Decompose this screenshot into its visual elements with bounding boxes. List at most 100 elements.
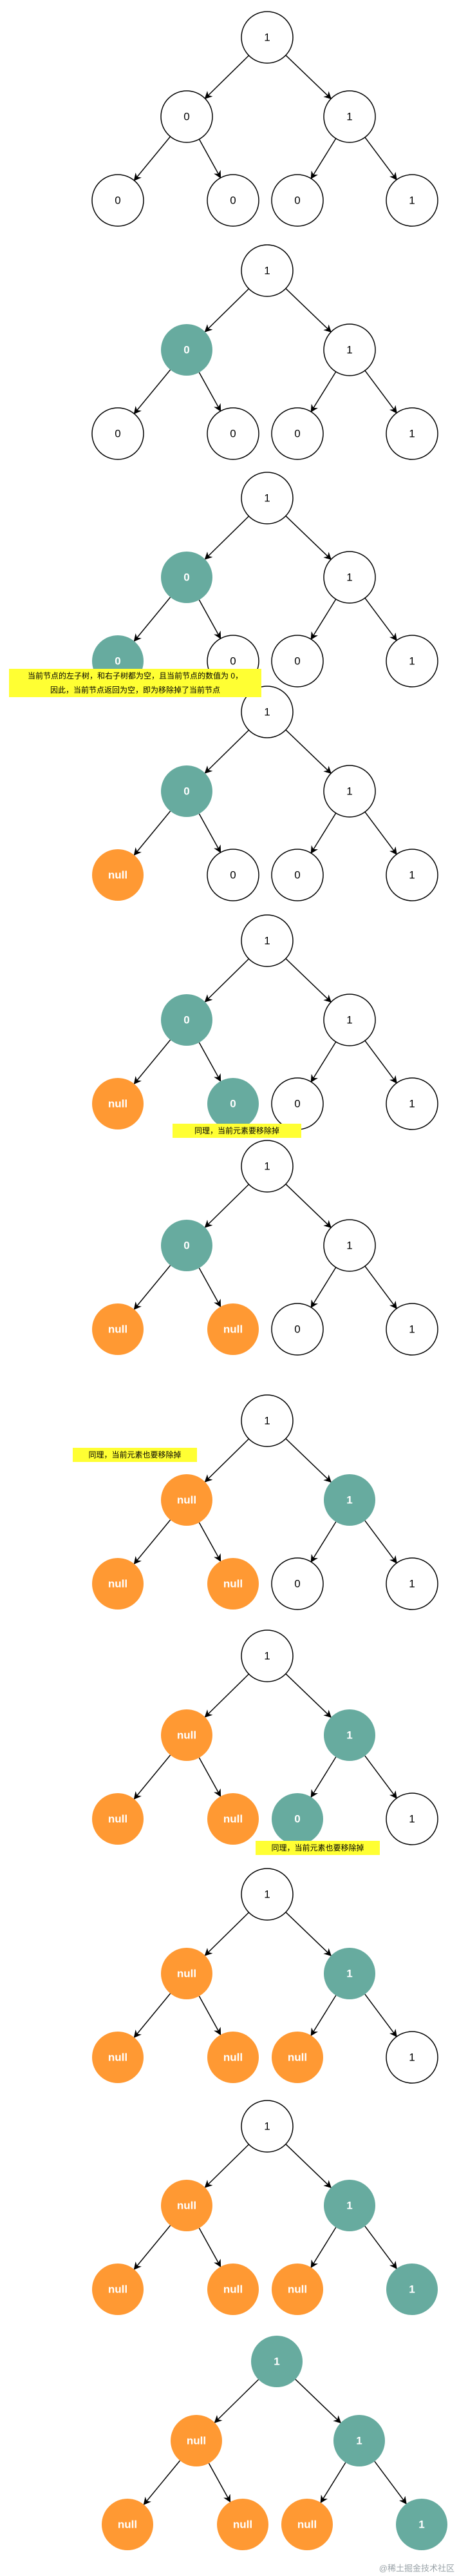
node-label: 0 (294, 1323, 300, 1336)
tree-node: 1 (241, 914, 294, 967)
node-circle (271, 1557, 324, 1610)
tree-node: 0 (271, 174, 324, 227)
node-label: 0 (115, 655, 120, 668)
node-label: 1 (409, 1098, 415, 1110)
tree-node: 0 (160, 90, 213, 143)
node-circle (271, 1303, 324, 1356)
tree-edge (133, 597, 171, 642)
tree-edge (285, 55, 332, 100)
tree-node: 0 (91, 174, 144, 227)
note-highlight (173, 1124, 301, 1138)
tree-node: 0 (91, 407, 144, 460)
node-circle (386, 2031, 438, 2084)
tree-edge (204, 1438, 250, 1483)
node-circle (386, 174, 438, 227)
node-circle (92, 2032, 144, 2083)
tree-edge (364, 811, 397, 855)
node-label: 1 (409, 2052, 415, 2064)
node-circle (241, 914, 294, 967)
node-label: null (177, 1494, 196, 1506)
node-circle (323, 323, 376, 376)
node-label: 1 (346, 1240, 352, 1252)
node-circle (241, 1868, 294, 1921)
node-label: 0 (230, 428, 236, 440)
node-circle (92, 2264, 144, 2315)
node-circle (161, 1220, 212, 1271)
node-circle (161, 552, 212, 603)
tree-node: 1 (386, 635, 438, 687)
tree-node: 1 (323, 323, 376, 376)
node-label: 0 (294, 1813, 300, 1825)
node-label: 1 (274, 2356, 279, 2368)
node-circle (324, 1474, 375, 1526)
node-label: 1 (264, 492, 270, 505)
node-circle (386, 635, 438, 687)
tree-edge (364, 597, 397, 641)
node-circle (207, 2032, 259, 2083)
node-label: null (223, 1813, 243, 1825)
node-circle (207, 1078, 259, 1129)
tree-edge (364, 370, 397, 414)
tree-edge (285, 958, 332, 1003)
annotation-note: 同理，当前元素也要移除掉 (256, 1841, 380, 1855)
node-circle (323, 765, 376, 818)
node-circle (91, 407, 144, 460)
node-circle (241, 686, 294, 738)
tree-edge (198, 1042, 221, 1082)
node-circle (241, 1140, 294, 1193)
node-circle (324, 1948, 375, 1999)
node-circle (386, 849, 438, 901)
tree-edge (204, 729, 250, 774)
node-label: 1 (346, 344, 352, 356)
node-circle (161, 1474, 212, 1526)
node-label: null (108, 1098, 127, 1110)
tree-edge (310, 812, 337, 854)
tree-edge (310, 1041, 337, 1083)
tree-edge (204, 1912, 250, 1956)
node-label: 1 (264, 1889, 270, 1901)
tree-edge (204, 515, 250, 560)
tree-node: 0 (161, 994, 212, 1046)
node-label: 0 (230, 195, 236, 207)
node-label: null (108, 1813, 127, 1825)
tree-node: null (272, 2264, 323, 2315)
tree-edge (374, 2461, 407, 2504)
tree-edge (208, 2463, 231, 2503)
node-label: null (108, 2283, 127, 2296)
node-circle (92, 1303, 144, 1355)
tree-edge (133, 811, 171, 856)
note-text-line: 同理，当前元素也要移除掉 (271, 1843, 364, 1852)
node-circle (323, 90, 376, 143)
note-highlight (9, 669, 261, 697)
node-circle (161, 1709, 212, 1761)
tree-node: null (171, 2415, 222, 2466)
node-circle (396, 2499, 447, 2550)
node-label: 1 (409, 869, 415, 881)
node-circle (207, 1558, 259, 1610)
node-circle (386, 1557, 438, 1610)
tree-node: 0 (207, 849, 259, 901)
node-label: 1 (346, 1494, 352, 1506)
tree-edge (285, 1184, 332, 1229)
node-label: 1 (409, 1813, 415, 1825)
node-label: 1 (264, 1650, 270, 1662)
node-label: null (223, 2052, 243, 2064)
tree-node: null (161, 1474, 212, 1526)
node-circle (241, 1394, 294, 1447)
node-circle (241, 11, 294, 64)
node-circle (251, 2336, 303, 2387)
node-label: null (177, 2200, 196, 2212)
node-label: 0 (183, 344, 189, 356)
node-circle (271, 849, 324, 901)
node-circle (324, 2180, 375, 2231)
node-label: null (223, 1323, 243, 1336)
node-label: 1 (264, 265, 270, 277)
tree-edge (285, 515, 332, 561)
node-label: null (177, 1729, 196, 1742)
node-circle (324, 1709, 375, 1761)
